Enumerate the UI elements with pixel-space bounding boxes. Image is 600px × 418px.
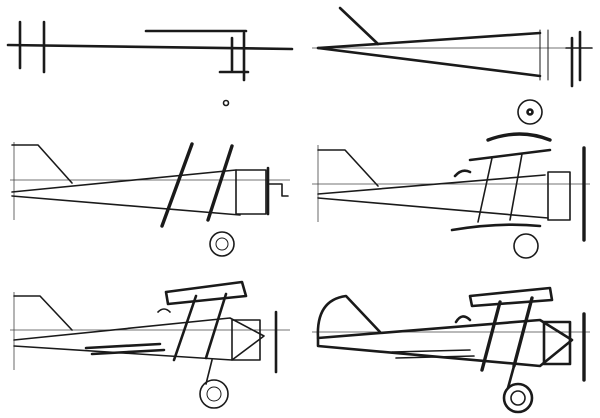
step-6-tail-fin	[316, 294, 382, 340]
step-4-fuselage-top	[317, 174, 546, 195]
step-6-strut-a	[480, 300, 502, 372]
step-5-wheel-inner	[206, 386, 222, 402]
step-3-wheel-inner	[215, 237, 229, 251]
step-3-tail-fin	[11, 144, 73, 184]
step-4-top-wing	[486, 132, 552, 142]
step-3-wing-strut-b	[206, 144, 234, 222]
step-3-wheel	[209, 231, 235, 257]
step-3-wing-strut-a	[160, 142, 194, 228]
step-5-gear-leg	[205, 359, 213, 385]
step-3-spinner	[267, 183, 289, 197]
step-5-strut-a	[172, 294, 198, 362]
step-6-wheel	[502, 382, 534, 414]
step-6-pilot	[454, 315, 472, 324]
step-5-strut-b	[204, 292, 228, 360]
step-6-top-wing	[468, 286, 554, 308]
step-2-wheel-hub	[526, 108, 534, 116]
step-5-tail-fin	[13, 295, 73, 331]
step-4-wheel	[513, 233, 539, 259]
step-4-strut-b	[509, 153, 523, 221]
step-1-fuselage-line	[6, 43, 294, 51]
step-2-fuselage-top	[316, 31, 542, 50]
step-5-wheel	[199, 379, 229, 409]
step-2-fuselage-bottom	[316, 46, 542, 78]
step-5-exhaust-b	[90, 348, 166, 356]
step-5-pilot	[157, 308, 171, 313]
step-4-lower-wing	[450, 223, 542, 232]
step-5-engine-cowl	[231, 319, 261, 361]
step-3-panel	[10, 142, 290, 257]
step-4-strut-a	[477, 157, 493, 223]
step-2-wheel	[517, 99, 543, 125]
step-1-panel	[6, 20, 294, 107]
step-4-mid-wing	[468, 148, 552, 162]
step-4-fuselage-bottom	[317, 197, 549, 219]
step-5-fuselage	[13, 317, 265, 361]
step-6-gear-leg	[506, 364, 516, 390]
step-4-panel	[312, 132, 590, 259]
step-5-top-wing	[164, 280, 248, 306]
step-6-strut-b	[512, 296, 534, 368]
step-6-panel	[312, 286, 590, 414]
step-6-wheel-inner	[510, 390, 526, 406]
step-1-wheel-center	[222, 99, 230, 107]
step-6-exhaust-b	[395, 355, 475, 359]
step-6-exhaust-a	[391, 349, 471, 353]
step-4-engine-cowl	[547, 171, 571, 221]
step-2-tail-fin	[338, 6, 380, 46]
step-4-tail-fin	[317, 149, 379, 187]
step-5-panel	[10, 280, 290, 409]
step-3-engine-cowl	[235, 169, 267, 215]
step-2-panel	[312, 6, 593, 125]
step-4-pilot	[453, 169, 472, 178]
step-6-fuselage	[316, 318, 574, 368]
step-3-fuselage-bottom	[11, 195, 241, 216]
step-5-exhaust-a	[84, 342, 162, 350]
step-6-engine-cowl	[542, 320, 572, 366]
step-3-fuselage-top	[11, 169, 237, 193]
